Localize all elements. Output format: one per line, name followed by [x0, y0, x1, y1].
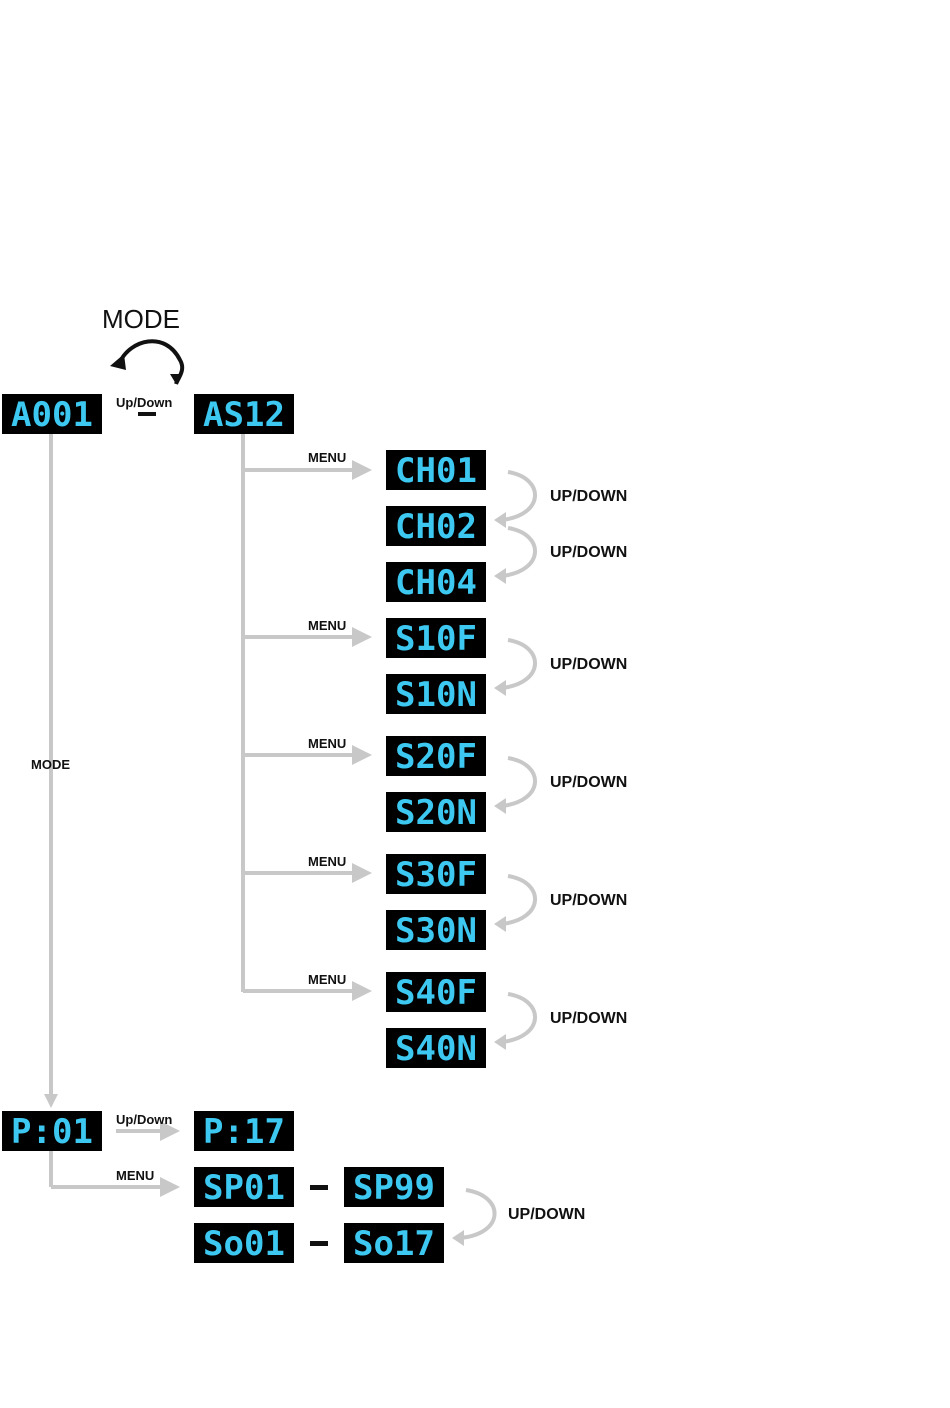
lcd-ch04: CH04: [386, 562, 486, 603]
lcd-p17: P:17: [194, 1111, 294, 1152]
updown-label: UP/DOWN: [550, 656, 627, 673]
updown-label: UP/DOWN: [550, 892, 627, 909]
svg-text:CH04: CH04: [395, 563, 477, 603]
range-dash: [310, 1241, 328, 1246]
lcd-p01: P:01: [2, 1111, 102, 1152]
lcd-ch02: CH02: [386, 506, 486, 547]
lcd-sp01: SP01: [194, 1167, 294, 1208]
lcd-so17: So17: [344, 1223, 444, 1264]
p01-updown-label: Up/Down: [116, 1112, 172, 1127]
svg-text:S20F: S20F: [395, 737, 477, 777]
mode-title: MODE: [102, 304, 180, 334]
updown-label-top: Up/Down: [116, 395, 172, 410]
updown-label: UP/DOWN: [550, 774, 627, 791]
menu-label: MENU: [308, 854, 346, 869]
menu-branches: [243, 470, 368, 991]
updown-curve-icon: [502, 472, 535, 520]
svg-text:CH01: CH01: [395, 451, 477, 491]
svg-text:SP99: SP99: [353, 1168, 435, 1208]
lcd-so01: So01: [194, 1223, 294, 1264]
updown-label: UP/DOWN: [550, 544, 627, 561]
svg-text:S30F: S30F: [395, 855, 477, 895]
updown-labels: UP/DOWN UP/DOWN UP/DOWN UP/DOWN UP/DOWN …: [508, 488, 627, 1223]
updown-label: UP/DOWN: [550, 1010, 627, 1027]
svg-text:CH02: CH02: [395, 507, 477, 547]
mode-side-label: MODE: [31, 757, 70, 772]
updown-curve-icon: [502, 758, 535, 806]
lcd-ch01: CH01: [386, 450, 486, 491]
updown-curve-icon: [460, 1190, 495, 1238]
updown-curve-icon: [502, 528, 535, 576]
p01-menu-label: MENU: [116, 1168, 154, 1183]
updown-label: UP/DOWN: [550, 488, 627, 505]
menu-label: MENU: [308, 450, 346, 465]
svg-text:So17: So17: [353, 1224, 435, 1264]
lcd-s40n: S40N: [386, 1028, 486, 1069]
menu-branch-labels: MENU MENU MENU MENU MENU: [308, 450, 346, 987]
lcd-s10n: S10N: [386, 674, 486, 715]
svg-text:P:17: P:17: [203, 1112, 285, 1152]
top-dash-mark: [138, 412, 156, 416]
mode-arrowhead-left-icon: [110, 354, 126, 370]
svg-text:S10N: S10N: [395, 675, 477, 715]
lcd-s30f: S30F: [386, 854, 486, 895]
menu-label: MENU: [308, 618, 346, 633]
updown-curve-icon: [502, 640, 535, 688]
lcd-as12: AS12: [194, 394, 294, 435]
menu-label: MENU: [308, 736, 346, 751]
lcd-s10f: S10F: [386, 618, 486, 659]
mode-connector-arrowhead: [44, 1094, 58, 1108]
svg-text:A001: A001: [11, 395, 93, 435]
updown-label: UP/DOWN: [508, 1206, 585, 1223]
updown-curve-icon: [502, 994, 535, 1042]
svg-text:S30N: S30N: [395, 911, 477, 951]
svg-text:S10F: S10F: [395, 619, 477, 659]
lcd-a001: A001: [2, 394, 102, 435]
menu-label: MENU: [308, 972, 346, 987]
lcd-s30n: S30N: [386, 910, 486, 951]
lcd-s40f: S40F: [386, 972, 486, 1013]
svg-text:S20N: S20N: [395, 793, 477, 833]
svg-text:AS12: AS12: [203, 395, 285, 435]
lcd-s20f: S20F: [386, 736, 486, 777]
lcd-s20n: S20N: [386, 792, 486, 833]
svg-text:SP01: SP01: [203, 1168, 285, 1208]
lcd-sp99: SP99: [344, 1167, 444, 1208]
svg-text:S40N: S40N: [395, 1029, 477, 1069]
updown-curve-icon: [502, 876, 535, 924]
range-dash: [310, 1185, 328, 1190]
svg-text:P:01: P:01: [11, 1112, 93, 1152]
svg-text:S40F: S40F: [395, 973, 477, 1013]
svg-text:So01: So01: [203, 1224, 285, 1264]
